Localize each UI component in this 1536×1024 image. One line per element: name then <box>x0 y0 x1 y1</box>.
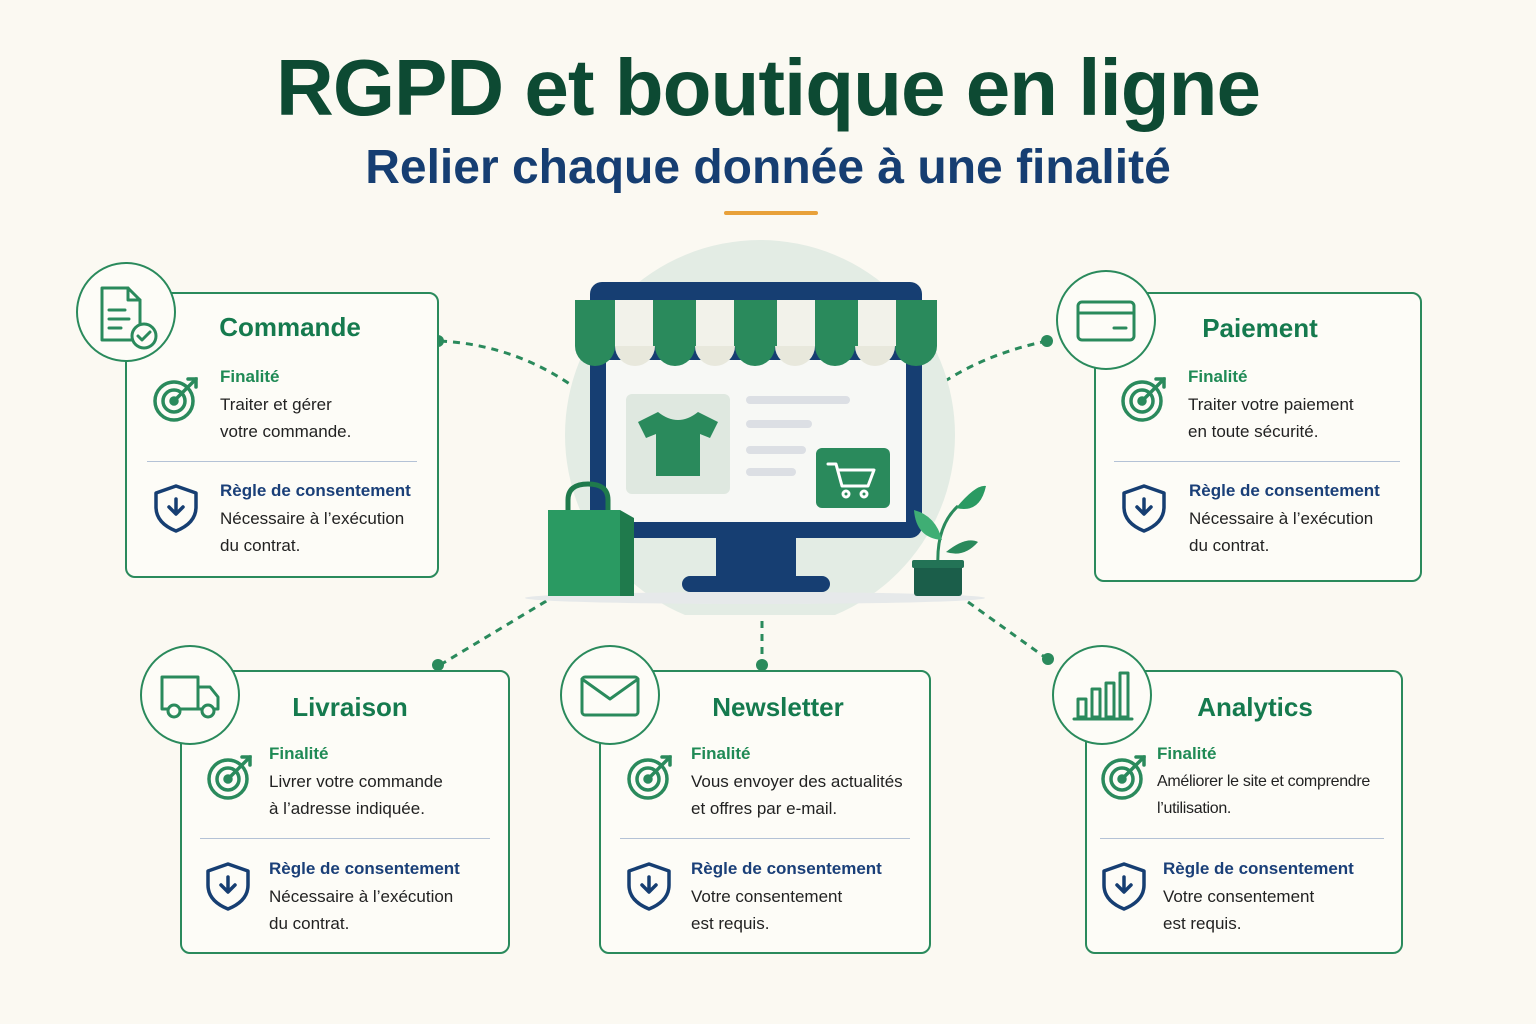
card-divider <box>200 838 490 839</box>
cart-button-illustration <box>816 448 890 508</box>
target-icon <box>207 755 252 800</box>
connector-commande <box>439 339 586 397</box>
page-subtitle: Relier chaque donnée à une finalité <box>365 141 1171 194</box>
purpose-label: Finalité <box>1188 367 1248 386</box>
card-title-livraison: Livraison <box>292 692 408 722</box>
product-text-lines <box>746 396 850 476</box>
plant-icon <box>912 485 986 596</box>
consent-text: Votre consentement est requis. <box>1163 887 1315 933</box>
circle-icon-livraison <box>140 645 240 745</box>
consent-text: Nécessaire à l’exécution du contrat. <box>269 887 454 933</box>
card-divider <box>147 461 417 462</box>
card-title-analytics: Analytics <box>1197 692 1313 722</box>
purpose-text: Améliorer le site et comprendre l’utilis… <box>1157 773 1371 817</box>
consent-text: Nécessaire à l’exécution du contrat. <box>220 509 405 555</box>
envelope-icon <box>580 675 640 717</box>
purpose-text: Livrer votre commande à l’adresse indiqu… <box>269 772 443 818</box>
card-divider <box>620 838 910 839</box>
circle-icon-analytics <box>1052 645 1152 745</box>
consent-label: Règle de consentement <box>220 481 411 500</box>
credit-card-icon <box>1076 300 1136 342</box>
purpose-label: Finalité <box>269 744 329 763</box>
page-title: RGPD et boutique en ligne <box>276 43 1261 132</box>
target-icon <box>1101 755 1146 800</box>
consent-label: Règle de consentement <box>1163 859 1354 878</box>
shopping-bag-icon <box>548 481 634 596</box>
purpose-label: Finalité <box>1157 744 1217 763</box>
target-icon <box>1121 377 1166 422</box>
circle-icon-commande <box>76 262 176 362</box>
purpose-label: Finalité <box>691 744 751 763</box>
consent-label: Règle de consentement <box>269 859 460 878</box>
card-divider <box>1114 461 1400 462</box>
consent-text: Votre consentement est requis. <box>691 887 843 933</box>
connector-paiement <box>931 339 1048 392</box>
connector-dot-newsletter <box>756 659 768 671</box>
target-icon <box>627 755 672 800</box>
card-title-paiement: Paiement <box>1202 313 1318 343</box>
document-check-icon <box>100 286 158 350</box>
circle-icon-newsletter <box>560 645 660 745</box>
target-icon <box>153 377 198 422</box>
purpose-label: Finalité <box>220 367 280 386</box>
tshirt-icon <box>638 412 718 476</box>
card-title-commande: Commande <box>219 312 361 342</box>
title-underline <box>724 211 818 215</box>
purpose-text: Traiter et gérer votre commande. <box>220 395 352 441</box>
purpose-text: Vous envoyer des actualités et offres pa… <box>691 772 903 818</box>
bar-chart-icon <box>1072 671 1134 721</box>
shield-icon <box>206 862 250 911</box>
shield-icon <box>627 862 671 911</box>
connector-analytics <box>967 600 1047 660</box>
shield-icon <box>154 484 198 533</box>
connector-dot-paiement <box>1041 335 1053 347</box>
online-storefront-icon <box>525 240 986 615</box>
shield-icon <box>1122 484 1166 533</box>
card-divider <box>1100 838 1384 839</box>
purpose-text: Traiter votre paiement en toute sécurité… <box>1188 395 1354 441</box>
consent-label: Règle de consentement <box>1189 481 1380 500</box>
consent-text: Nécessaire à l’exécution du contrat. <box>1189 509 1374 555</box>
connector-livraison <box>439 598 549 667</box>
connector-dot-analytics <box>1042 653 1054 665</box>
consent-label: Règle de consentement <box>691 859 882 878</box>
awning <box>575 300 937 366</box>
circle-icon-paiement <box>1056 270 1156 370</box>
shopping-cart-icon <box>826 462 876 499</box>
monitor-neck <box>716 536 796 582</box>
connector-dot-livraison <box>432 659 444 671</box>
shield-icon <box>1102 862 1146 911</box>
monitor-stand <box>682 576 830 592</box>
card-title-newsletter: Newsletter <box>712 692 844 722</box>
delivery-truck-icon <box>160 675 220 719</box>
